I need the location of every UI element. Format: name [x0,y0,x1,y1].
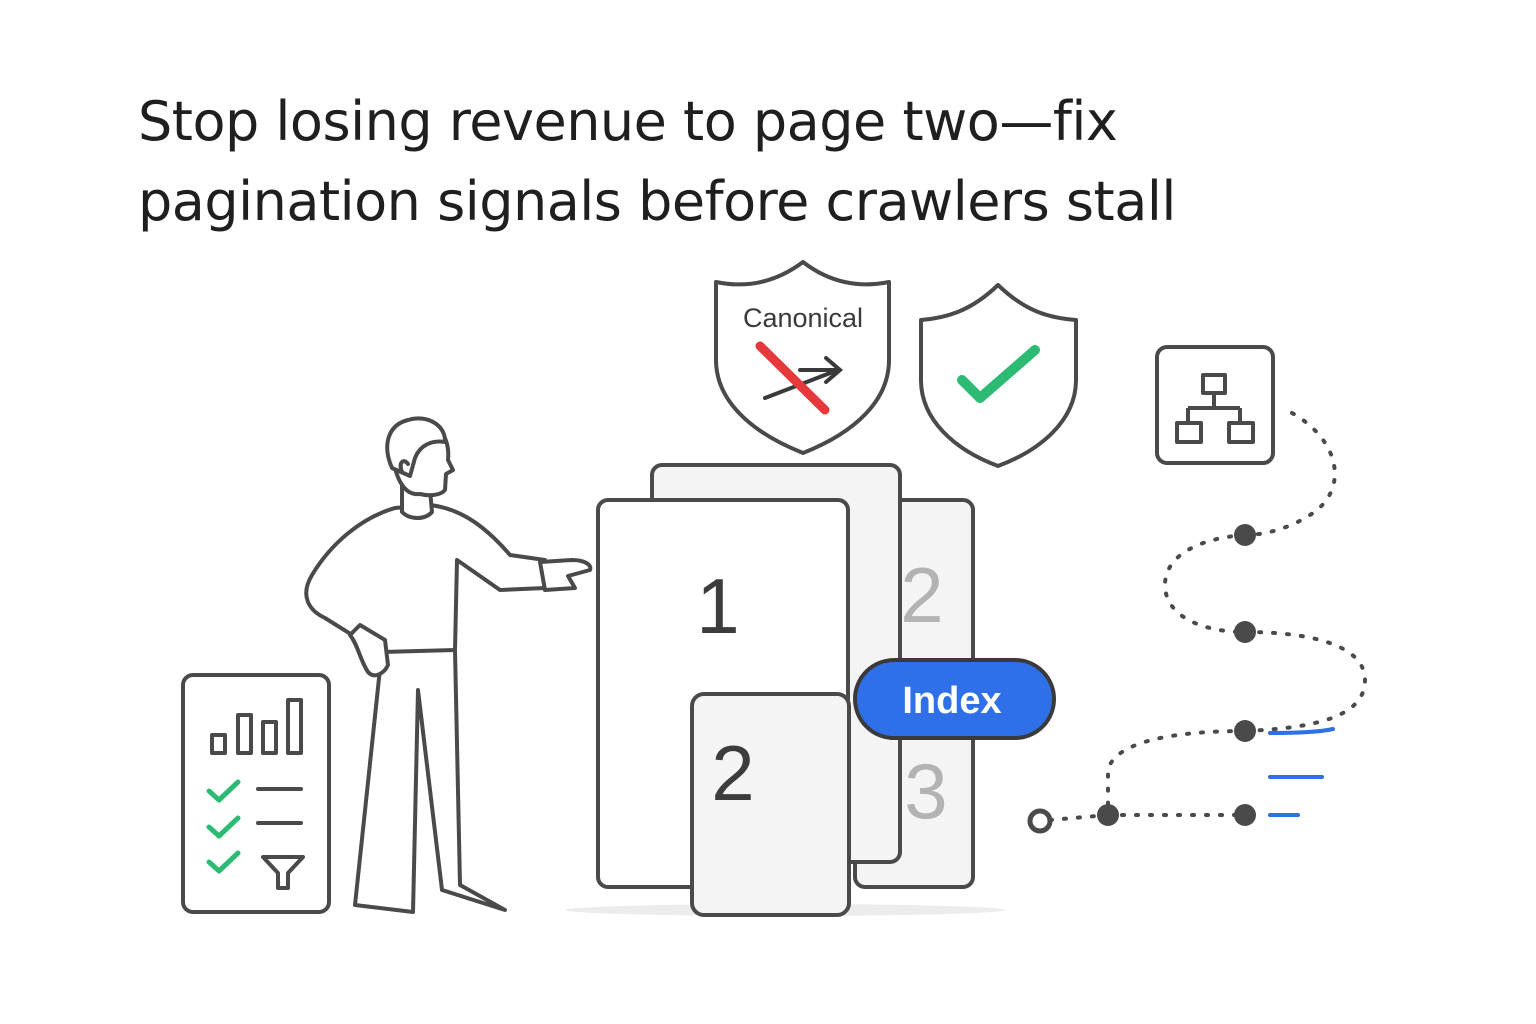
canonical-label: Canonical [743,303,863,333]
crawl-nodes [1027,524,1256,834]
crawl-path [1048,411,1368,822]
crawl-node [1234,720,1256,742]
blocked-arrow-icon [755,341,844,415]
page-title: Stop losing revenue to page two—fix pagi… [138,82,1438,242]
crawl-node [1234,524,1256,546]
report-card [181,673,331,914]
title-line-2: pagination signals before crawlers stall [138,170,1176,233]
crawl-node [1234,621,1256,643]
checkmark-icon [957,345,1040,403]
page-number-1: 1 [696,562,739,650]
bar-chart-icon [210,698,303,755]
sitemap-icon [1155,345,1275,465]
crawl-start-node [1027,808,1053,834]
page-number-ghost-3: 3 [904,747,947,835]
check-icon [206,779,241,874]
page-number-ghost-2: 2 [900,551,943,639]
crawl-node [1234,804,1256,826]
crawl-node [1097,804,1119,826]
filter-icon [261,855,305,890]
title-line-1: Stop losing revenue to page two—fix [138,90,1118,153]
canonical-shield: Canonical [714,260,891,455]
person-figure [304,416,593,914]
blue-speed-lines [1268,727,1335,817]
index-badge-label: Index [902,680,1001,722]
page-stack [596,463,975,917]
verified-shield [919,283,1078,468]
page-number-2-small: 2 [711,729,754,817]
page-2-small-card [690,692,851,917]
index-badge: Index [853,658,1056,740]
